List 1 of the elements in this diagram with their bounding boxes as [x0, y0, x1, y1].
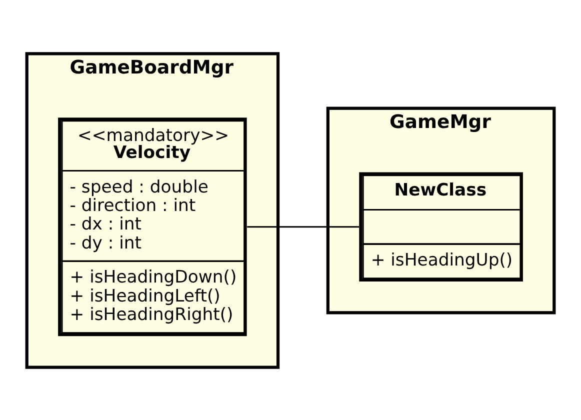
- connector: [247, 226, 359, 228]
